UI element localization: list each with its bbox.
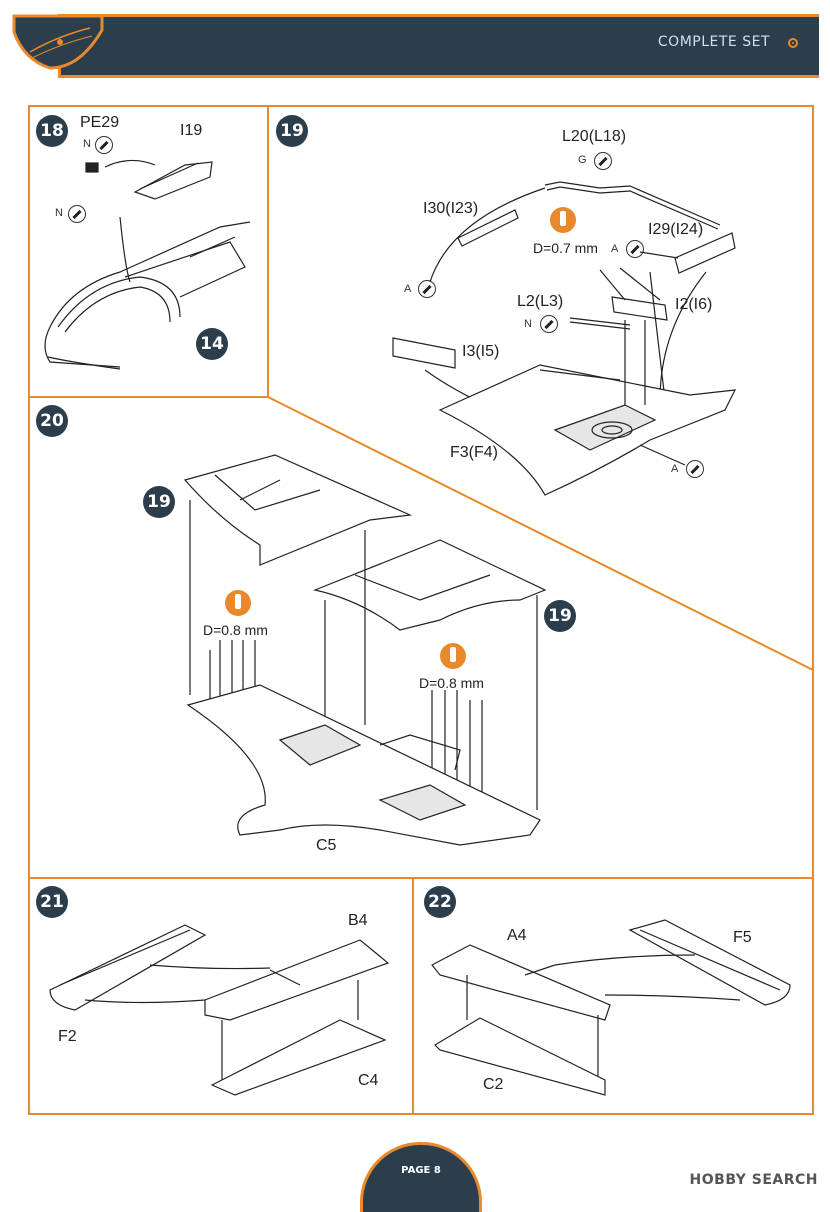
header-bar [58,14,819,78]
step-badge-22: 22 [424,886,456,918]
label-c5: C5 [316,837,337,854]
glue-icon [594,152,612,170]
glue-icon [418,280,436,298]
drill-size-1: D=0.7 mm [533,240,598,256]
step-21-drawing [49,924,390,1096]
header-title: COMPLETE SET [657,34,770,50]
label-n-2: N [55,207,63,219]
divider-21-22 [412,877,414,1115]
drill-icon [550,207,576,233]
page-number: PAGE 8 [401,1165,441,1176]
watermark: HOBBY SEARCH [689,1172,818,1188]
label-n-1: N [83,138,91,150]
label-c4: C4 [358,1072,379,1089]
label-i29: I29(I24) [648,221,704,238]
label-a-1: A [611,243,619,255]
glue-icon [68,205,86,223]
glue-icon [95,136,113,154]
label-i3: I3(I5) [462,343,500,360]
label-l20: L20(L18) [562,128,627,145]
label-l2: L2(L3) [517,293,564,310]
label-i19: I19 [180,122,203,139]
frame-bottom [28,1113,814,1115]
label-f2: F2 [58,1028,77,1045]
glue-icon [540,315,558,333]
page-header: COMPLETE SET [0,0,830,100]
drill-size-2: D=0.8 mm [203,622,268,638]
ref-badge-19-left: 19 [143,486,175,518]
label-a-3: A [671,463,679,475]
step-20-drawing [183,454,547,846]
label-i30: I30(I23) [423,200,479,217]
label-f5: F5 [733,929,752,946]
label-g: G [578,154,587,166]
label-f3: F3(F4) [450,444,498,461]
label-a4: A4 [507,927,527,944]
label-b4: B4 [348,912,368,929]
label-pe29: PE29 [80,114,120,131]
label-n-3: N [524,318,532,330]
glue-icon [626,240,644,258]
ref-badge-19-right: 19 [544,600,576,632]
frame-left [28,105,30,1115]
divider-18-19 [267,105,269,398]
glue-icon [686,460,704,478]
step-badge-19: 19 [276,115,308,147]
step-badge-18: 18 [36,115,68,147]
label-c2: C2 [483,1076,504,1093]
step-19-drawing [392,181,737,496]
step-badge-21: 21 [36,886,68,918]
header-target-icon [788,38,798,48]
frame-right [812,105,814,1115]
divider-20-21 [28,877,814,879]
drill-icon [440,643,466,669]
frame-top [28,105,814,107]
brand-logo [12,14,104,70]
label-i2: I2(I6) [675,296,713,313]
label-a-2: A [404,283,412,295]
step-22-drawing [431,919,791,1096]
ref-badge-14: 14 [196,328,228,360]
drill-size-3: D=0.8 mm [419,675,484,691]
step-18-drawing [44,159,251,370]
drill-icon [225,590,251,616]
step-badge-20: 20 [36,405,68,437]
divider-18-20 [28,396,269,398]
